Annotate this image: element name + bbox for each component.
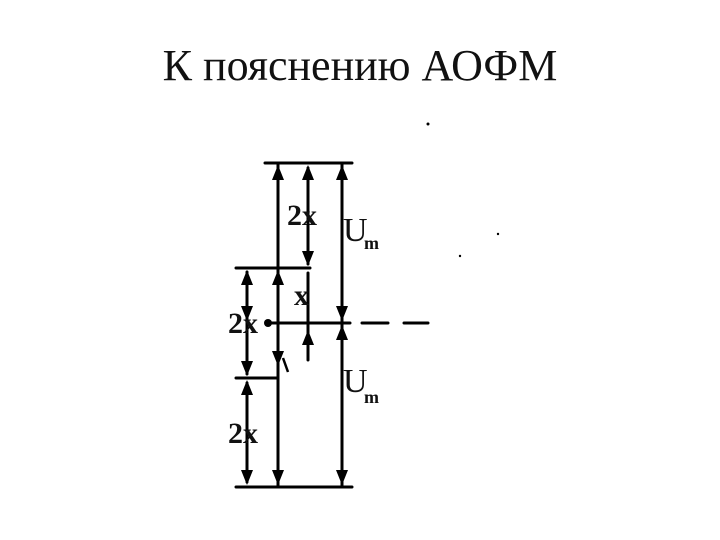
label-2x-top: 2x: [287, 199, 317, 232]
label-u-top-sub: m: [364, 233, 379, 253]
label-u-bottom-sub: m: [364, 387, 379, 407]
label-x-mid: x: [294, 279, 309, 312]
arrow-up-left-top: [272, 165, 284, 180]
arrow-up-left-step: [272, 270, 284, 285]
arrow-up-right-top: [336, 165, 348, 180]
arrow-down-mid-left: [241, 306, 253, 321]
label-u-bottom: U: [343, 363, 368, 400]
arrow-up-mid-left: [241, 270, 253, 285]
slide-title: К пояснению АОФМ: [162, 41, 558, 90]
label-2x-mid: 2x: [228, 307, 258, 340]
arrow-down-lower-left: [241, 361, 253, 376]
arrow-down-bottom-mid: [272, 470, 284, 485]
arrow-down-bottom-left: [241, 470, 253, 485]
arrow-up-2x-top: [302, 165, 314, 180]
arrow-down-left-step: [272, 351, 284, 366]
arrow-up-x-below: [302, 330, 314, 345]
label-2x-bottom: 2x: [228, 417, 258, 450]
junction-dot: [264, 319, 272, 327]
arrow-down-bottom-right: [336, 470, 348, 485]
speck-1: [426, 122, 430, 126]
arrow-down-2x-top: [302, 251, 314, 266]
speck-2: [496, 232, 500, 236]
arrow-down-right-zero: [336, 306, 348, 321]
arrow-up-bottom-left: [241, 380, 253, 395]
label-u-top: U: [343, 212, 368, 249]
speck-3: [458, 254, 462, 258]
arrow-up-right-zero: [336, 325, 348, 340]
junction-tick: [281, 357, 290, 373]
